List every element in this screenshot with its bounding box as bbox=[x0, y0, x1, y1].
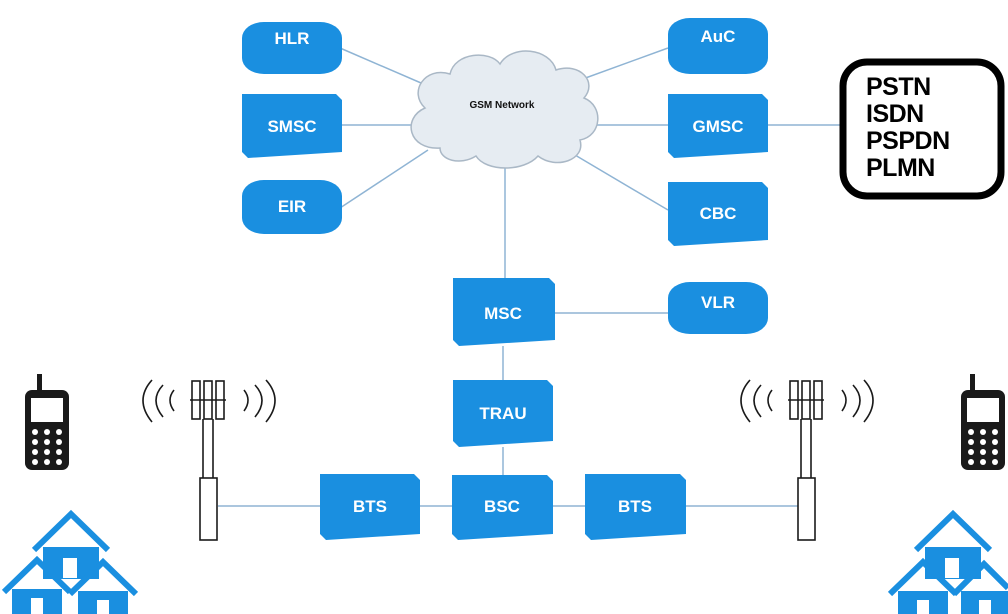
mobile-phone-icon bbox=[25, 374, 69, 470]
cbc-node: CBC bbox=[668, 182, 768, 246]
external-network-label: ISDN bbox=[866, 100, 924, 128]
vlr-label: VLR bbox=[701, 293, 735, 312]
cell-tower-icon bbox=[740, 379, 874, 541]
hlr-node: HLR bbox=[242, 22, 342, 74]
vlr-node: VLR bbox=[668, 282, 768, 334]
eir-label: EIR bbox=[278, 197, 306, 216]
external-network-label: PSPDN bbox=[866, 127, 950, 155]
external-network-label: PSTN bbox=[866, 73, 931, 101]
mobile-phone-icon bbox=[961, 374, 1005, 470]
trau-node: TRAU bbox=[453, 380, 553, 447]
cbc-label: CBC bbox=[700, 204, 737, 223]
msc-node: MSC bbox=[453, 278, 555, 346]
external-network-label: PLMN bbox=[866, 154, 935, 182]
trau-label: TRAU bbox=[479, 404, 526, 423]
external-networks-box: PSTN ISDN PSPDN PLMN bbox=[839, 58, 1005, 200]
connection-lines bbox=[218, 47, 840, 507]
gmsc-label: GMSC bbox=[693, 117, 744, 136]
gmsc-node: GMSC bbox=[668, 94, 768, 158]
bsc-label: BSC bbox=[484, 497, 520, 516]
house-icon bbox=[887, 557, 959, 614]
link-eir-network bbox=[339, 149, 429, 209]
auc-label: AuC bbox=[701, 27, 736, 46]
bts-left-label: BTS bbox=[353, 497, 387, 516]
bts-right-node: BTS bbox=[585, 474, 686, 540]
cell-tower-icon bbox=[142, 379, 276, 541]
link-cbc-network bbox=[574, 154, 669, 211]
smsc-label: SMSC bbox=[267, 117, 316, 136]
gsm-network-cloud: GSM Network bbox=[410, 50, 599, 169]
house-icon bbox=[67, 557, 139, 614]
msc-label: MSC bbox=[484, 304, 522, 323]
cloud-shape bbox=[410, 50, 599, 169]
eir-node: EIR bbox=[242, 180, 342, 234]
network-label: GSM Network bbox=[469, 100, 534, 111]
house-icon bbox=[951, 559, 1008, 614]
bsc-node: BSC bbox=[452, 475, 553, 540]
bts-left-node: BTS bbox=[320, 474, 420, 540]
link-auc-network bbox=[579, 47, 669, 81]
bts-right-label: BTS bbox=[618, 497, 652, 516]
hlr-label: HLR bbox=[275, 29, 310, 48]
house-icon bbox=[1, 555, 73, 614]
auc-node: AuC bbox=[668, 18, 768, 74]
link-hlr-network bbox=[339, 47, 429, 87]
smsc-node: SMSC bbox=[242, 94, 342, 158]
